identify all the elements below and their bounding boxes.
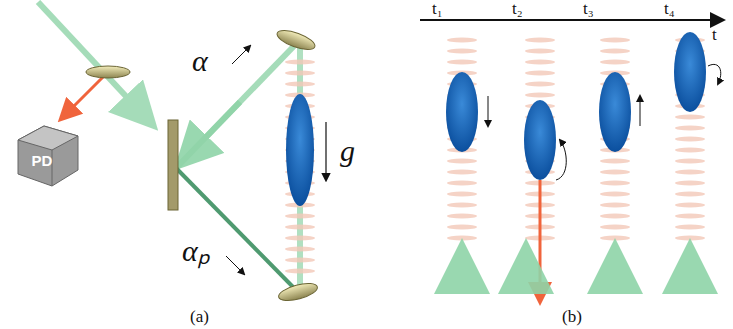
photodetector: PD xyxy=(22,148,62,172)
node-label: PD xyxy=(32,152,53,169)
axis-label: t xyxy=(712,26,717,43)
beam-label: αₚ xyxy=(182,236,210,266)
time-label: t₁ xyxy=(432,0,443,17)
beam-label: α xyxy=(192,46,208,76)
time-label: t₄ xyxy=(664,0,675,17)
panel-label: (b) xyxy=(562,308,582,325)
time-label: t₃ xyxy=(583,0,594,17)
time-label: t₂ xyxy=(512,0,523,17)
gravity-label: g⃗ xyxy=(340,136,378,166)
panel-label: (a) xyxy=(190,308,209,325)
